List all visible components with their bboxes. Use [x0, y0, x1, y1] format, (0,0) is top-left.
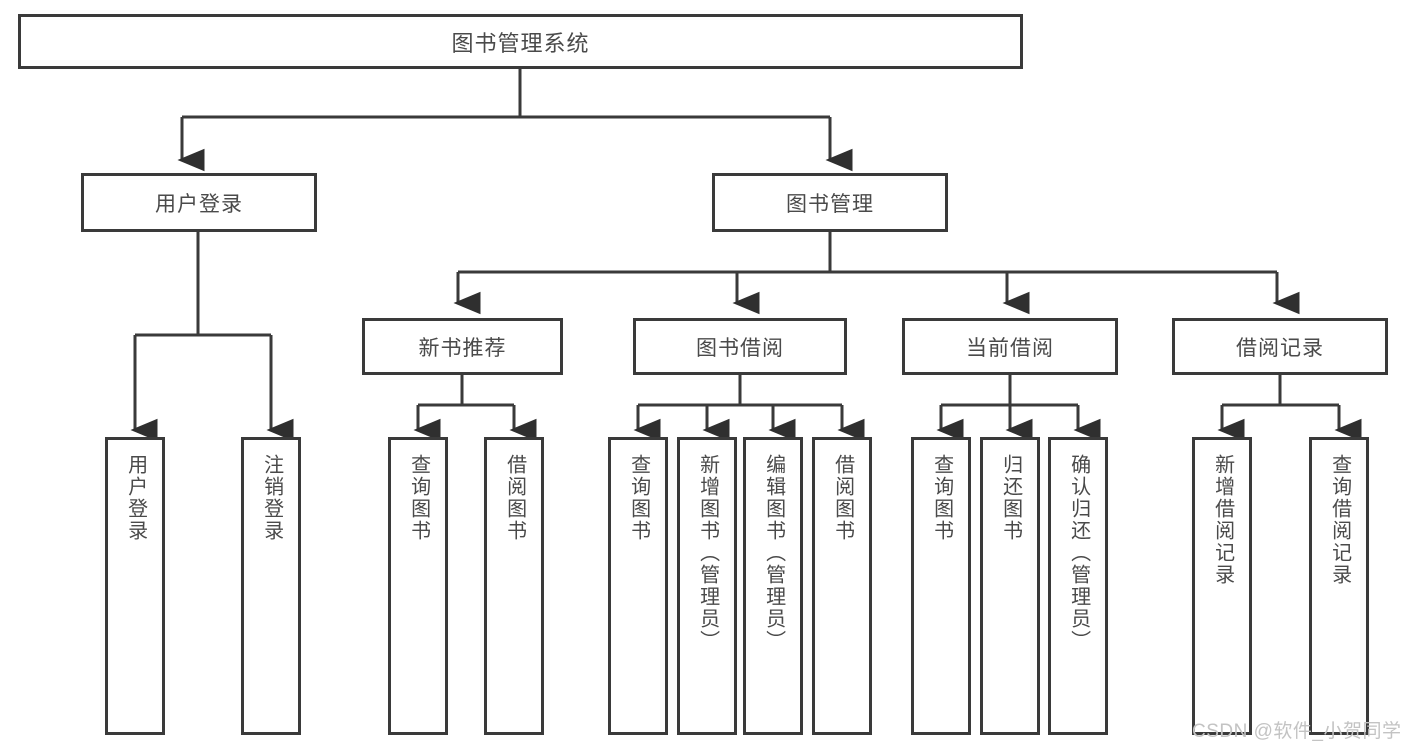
leaf-add-borrow-record[interactable]: 新增借阅记录: [1192, 437, 1252, 735]
leaf-query-book-current[interactable]: 查询图书: [911, 437, 971, 735]
csdn-watermark: CSDN @软件_小贺同学: [1192, 721, 1402, 742]
node-label: 查询图书: [930, 454, 953, 542]
leaf-query-borrow-record[interactable]: 查询借阅记录: [1309, 437, 1369, 735]
node-label: 用户登录: [155, 192, 243, 216]
node-label: 图书管理系统: [451, 30, 590, 56]
leaf-borrow-book-recommend[interactable]: 借阅图书: [484, 437, 544, 735]
node-label: 新书推荐: [418, 336, 507, 360]
leaf-add-book-admin[interactable]: 新增图书（管理员）: [677, 437, 737, 735]
node-label: 图书管理: [786, 192, 874, 216]
leaf-confirm-return-admin[interactable]: 确认归还（管理员）: [1048, 437, 1108, 735]
node-label: 当前借阅: [966, 336, 1054, 360]
node-label: 确认归还（管理员）: [1067, 454, 1090, 652]
node-book-borrow[interactable]: 图书借阅: [633, 318, 847, 375]
node-label: 查询图书: [627, 454, 650, 542]
node-label: 注销登录: [260, 454, 283, 542]
leaf-edit-book-admin[interactable]: 编辑图书（管理员）: [743, 437, 803, 735]
node-label: 图书借阅: [696, 336, 784, 360]
leaf-return-book[interactable]: 归还图书: [980, 437, 1040, 735]
leaf-borrow-book[interactable]: 借阅图书: [812, 437, 872, 735]
node-root-library-management-system[interactable]: 图书管理系统: [18, 14, 1023, 69]
node-label: 借阅图书: [503, 454, 526, 542]
node-label: 查询借阅记录: [1328, 454, 1351, 586]
leaf-logout[interactable]: 注销登录: [241, 437, 301, 735]
leaf-query-book-recommend[interactable]: 查询图书: [388, 437, 448, 735]
node-label: 借阅图书: [831, 454, 854, 542]
node-book-management[interactable]: 图书管理: [712, 173, 948, 232]
node-new-book-recommend[interactable]: 新书推荐: [362, 318, 563, 375]
node-label: 新增借阅记录: [1211, 454, 1234, 586]
node-label: 借阅记录: [1236, 336, 1324, 360]
node-label: 归还图书: [999, 454, 1022, 542]
leaf-user-login[interactable]: 用户登录: [105, 437, 165, 735]
node-label: 新增图书（管理员）: [696, 454, 719, 652]
node-label: 查询图书: [407, 454, 430, 542]
node-user-login[interactable]: 用户登录: [81, 173, 317, 232]
node-current-borrow[interactable]: 当前借阅: [902, 318, 1118, 375]
node-label: 编辑图书（管理员）: [762, 454, 785, 652]
node-label: 用户登录: [124, 454, 147, 542]
node-borrow-record[interactable]: 借阅记录: [1172, 318, 1388, 375]
leaf-query-book-borrow[interactable]: 查询图书: [608, 437, 668, 735]
